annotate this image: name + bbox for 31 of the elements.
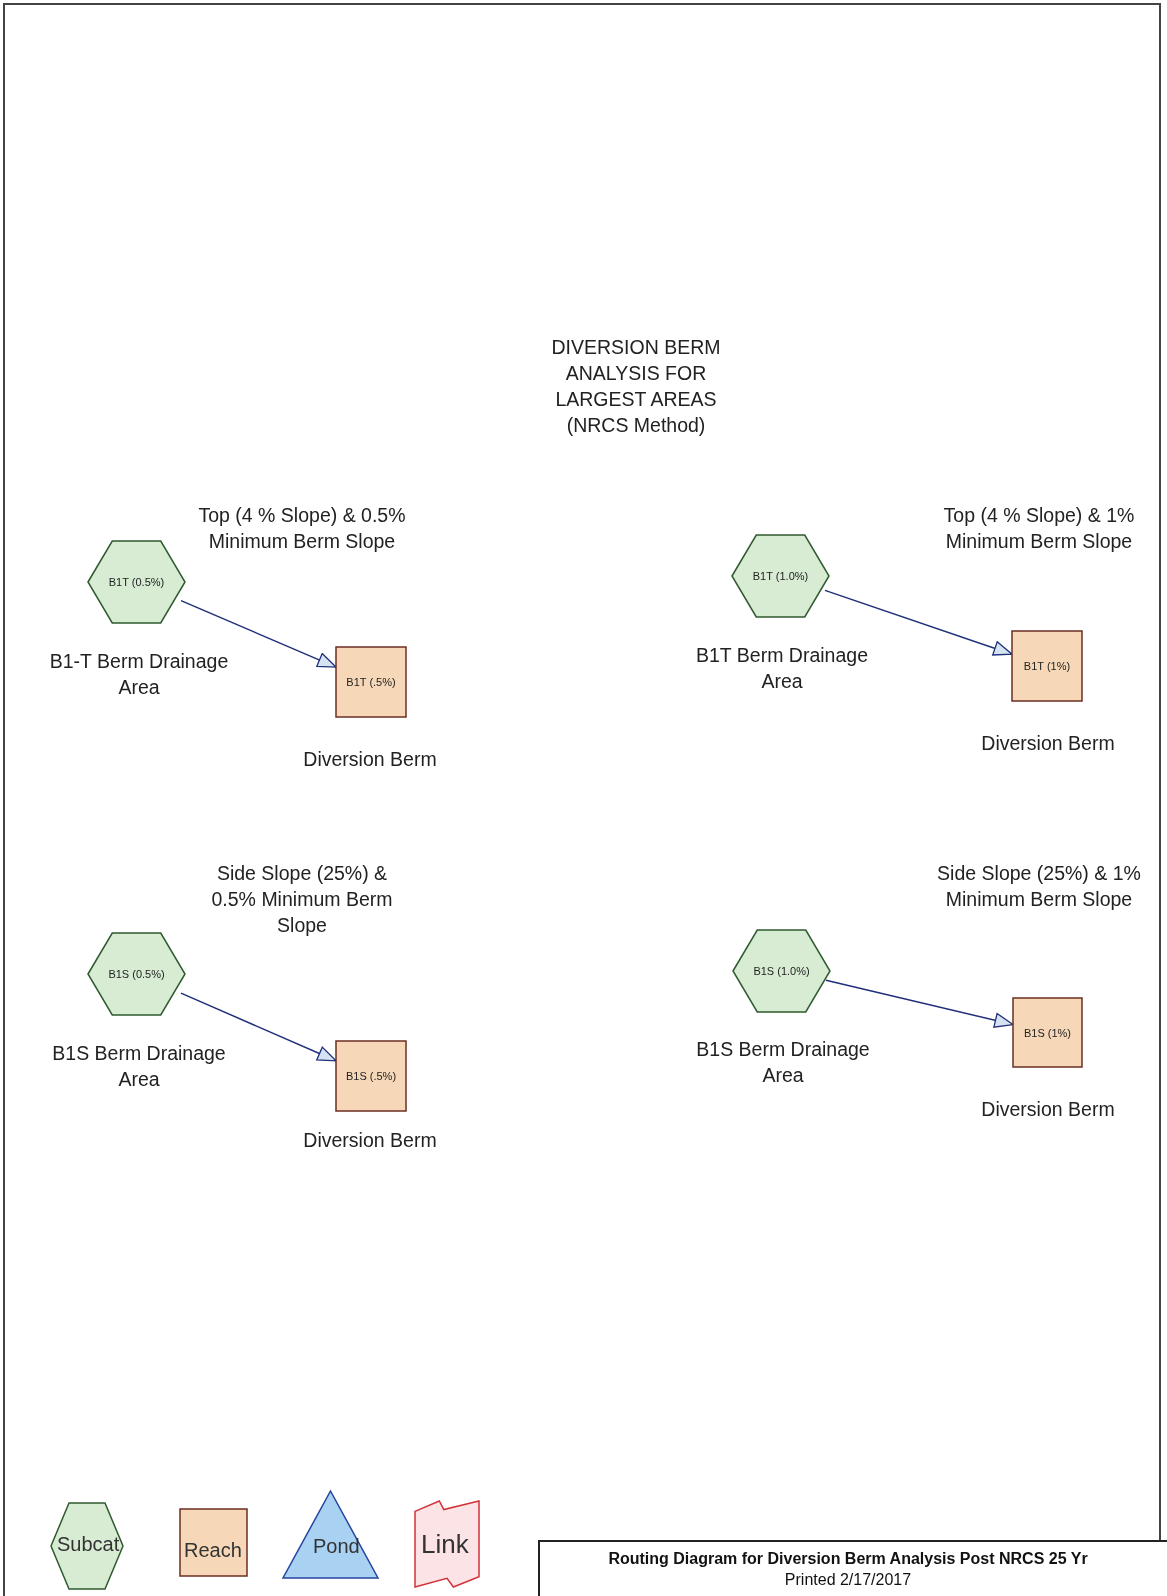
scenario-heading: Side Slope (25%) & 0.5% Minimum Berm Slope (210, 861, 394, 938)
node-caption: Diversion Berm (302, 1128, 438, 1153)
node-id: B1T (.5%) (346, 676, 396, 688)
node-caption: Diversion Berm (980, 1097, 1116, 1122)
flow-arrow (180, 599, 337, 668)
node-id: B1S (.5%) (345, 1070, 397, 1082)
node-caption: Diversion Berm (980, 731, 1116, 756)
node-caption: Diversion Berm (302, 747, 438, 772)
flow-arrow (180, 992, 337, 1062)
legend-label: Pond (313, 1535, 360, 1558)
node-id: B1T (0.5%) (108, 576, 165, 588)
legend-label: Subcat (57, 1533, 120, 1556)
legend-label: Link (421, 1529, 469, 1560)
node-caption: B1-T Berm Drainage Area (48, 649, 230, 700)
title-block-text: Printed 2/17/2017 (783, 1571, 913, 1589)
node-id: B1T (1.0%) (752, 570, 809, 582)
flow-arrow (825, 979, 1014, 1028)
node-id: B1T (1%) (1023, 660, 1071, 672)
flow-arrow (824, 589, 1013, 656)
diagram-title: DIVERSION BERM ANALYSIS FOR LARGEST AREAS (NRCS Method) (550, 335, 722, 438)
node-id: B1S (1%) (1023, 1026, 1072, 1039)
title-block-text: Routing Diagram for Diversion Berm Analysis Post NRCS 25 Yr (607, 1550, 1089, 1568)
scenario-heading: Top (4 % Slope) & 1% Minimum Berm Slope (942, 503, 1136, 554)
node-caption: B1T Berm Drainage Area (695, 643, 869, 694)
legend-label: Reach (184, 1539, 242, 1562)
node-caption: B1S Berm Drainage Area (695, 1037, 871, 1088)
node-id: B1S (1.0%) (753, 965, 810, 977)
scenario-heading: Side Slope (25%) & 1% Minimum Berm Slope (936, 861, 1142, 912)
node-id: B1S (0.5%) (108, 968, 165, 980)
scenario-heading: Top (4 % Slope) & 0.5% Minimum Berm Slope (197, 503, 407, 554)
node-caption: B1S Berm Drainage Area (51, 1041, 227, 1092)
